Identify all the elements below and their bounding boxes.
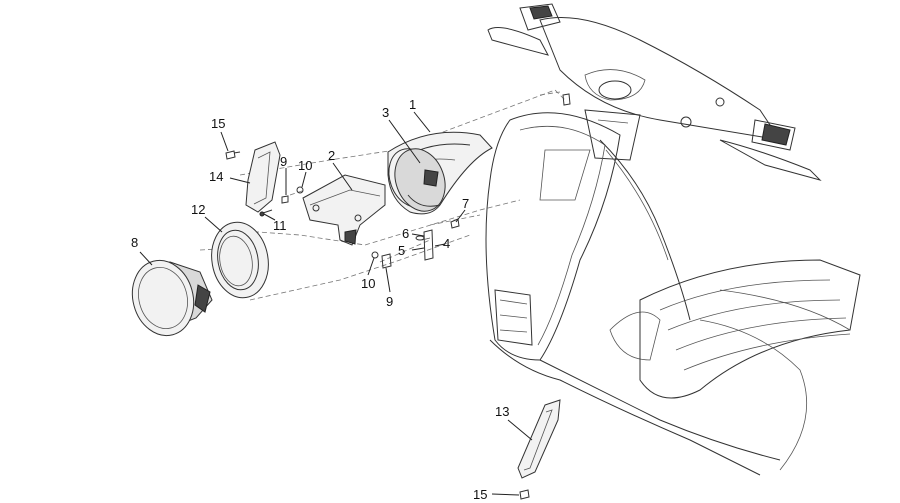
callout-10-top: 10	[298, 158, 312, 173]
callout-8: 8	[131, 235, 138, 250]
headlamp-inner-housing	[394, 148, 446, 212]
callout-1: 1	[409, 97, 416, 112]
callout-leaders	[139, 111, 533, 496]
headlamp-unit	[131, 259, 213, 337]
callout-2: 2	[328, 148, 335, 163]
side-cover-left	[245, 141, 281, 213]
callout-15-bottom: 15	[473, 487, 487, 502]
headlamp-bracket	[302, 174, 386, 246]
scooter-front-body	[485, 3, 861, 476]
callout-12: 12	[191, 202, 205, 217]
callout-9-bottom: 9	[386, 294, 393, 309]
callout-9-top: 9	[280, 154, 287, 169]
callout-5: 5	[398, 243, 405, 258]
headlamp-trim-ring	[211, 221, 269, 299]
callout-7: 7	[462, 196, 469, 211]
callout-3: 3	[382, 105, 389, 120]
callout-11: 11	[273, 218, 287, 233]
callout-13: 13	[495, 404, 509, 419]
callout-6: 6	[402, 226, 409, 241]
callout-15-top: 15	[211, 116, 225, 131]
fasteners	[225, 93, 571, 500]
lower-side-reflector	[517, 399, 561, 479]
callout-10-bottom: 10	[361, 276, 375, 291]
callout-4: 4	[443, 236, 450, 251]
callout-labels: 1 2 3 4 5 6 7 8 9 9 10 10 11 12 13 14 15…	[131, 97, 509, 502]
callout-14: 14	[209, 169, 223, 184]
